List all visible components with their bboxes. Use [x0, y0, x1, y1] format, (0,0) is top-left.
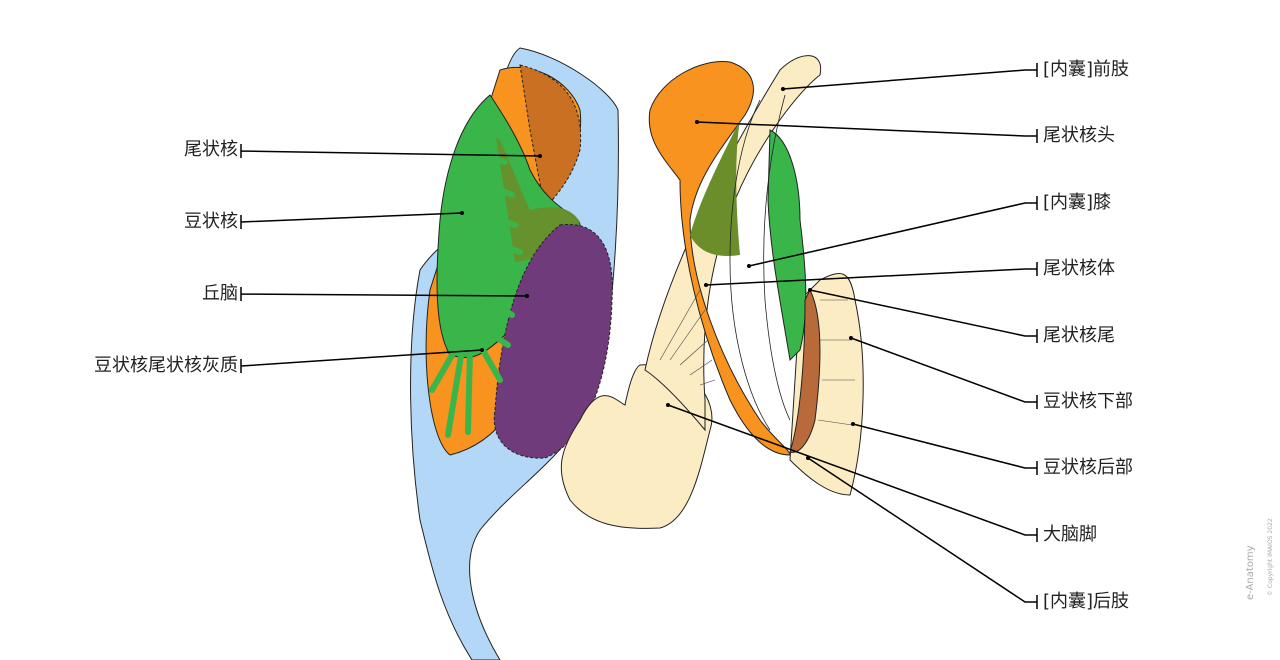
label-caudate-body: 尾状核体: [1043, 258, 1115, 279]
label-caudate-tail: 尾状核尾: [1043, 325, 1115, 346]
label-genu: [内囊]膝: [1043, 192, 1112, 213]
leader-lines: [240, 63, 1038, 609]
watermark-brand: e-Anatomy: [1245, 545, 1256, 600]
label-caudate-nucleus: 尾状核: [184, 139, 238, 160]
watermark: e-Anatomy © Copyright IMAIOS 2022: [1238, 518, 1276, 600]
label-thalamus: 丘脑: [202, 283, 238, 304]
grey-bridges-left: [429, 132, 523, 438]
label-lentiform-nucleus: 豆状核: [184, 211, 238, 232]
capsule-waves: [729, 94, 791, 431]
label-retrolentiform-part: 豆状核后部: [1043, 457, 1133, 478]
leader-dots: [460, 87, 855, 460]
caudate-shadow-left: [519, 64, 582, 212]
caudate-nucleus-right: [648, 61, 791, 456]
lentiform-green-right: [767, 129, 807, 362]
caudate-tail-right: [789, 288, 821, 453]
label-anterior-limb: [内囊]前肢: [1043, 59, 1130, 80]
label-caudate-head: 尾状核头: [1043, 125, 1115, 146]
label-cerebral-peduncle: 大脑脚: [1043, 524, 1097, 545]
cerebral-peduncle: [560, 364, 713, 529]
thalamus-left: [493, 223, 613, 459]
capsule-lines: [659, 289, 855, 426]
label-sublentiform-part: 豆状核下部: [1043, 391, 1133, 412]
overlap-right: [690, 120, 740, 256]
label-posterior-limb: [内囊]后肢: [1043, 591, 1130, 612]
internal-capsule-right-fan: [644, 55, 822, 432]
label-caudolenticular-grey-bridges: 豆状核尾状核灰质: [94, 355, 238, 376]
watermark-copyright: © Copyright IMAIOS 2022: [1267, 518, 1274, 596]
